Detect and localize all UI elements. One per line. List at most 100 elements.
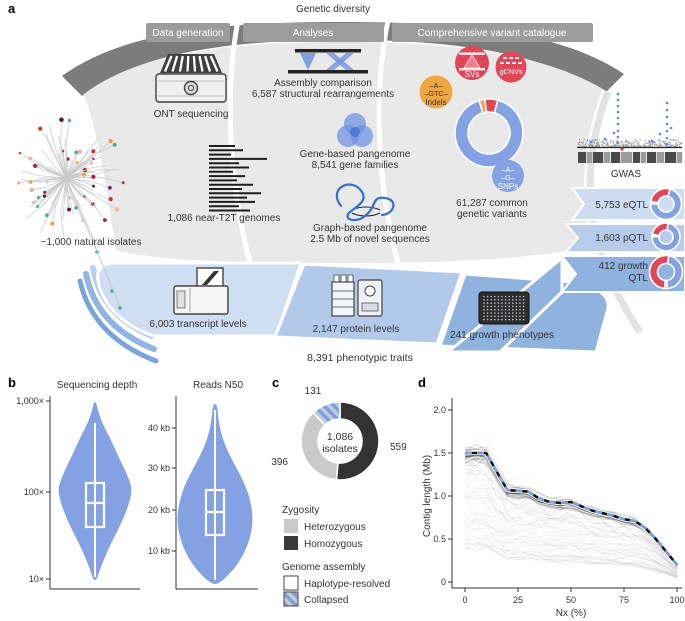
gwas-label: GWAS xyxy=(611,169,642,180)
tree-long-tip xyxy=(118,306,122,310)
gwas-dot xyxy=(602,140,604,142)
gcnvs-label: gCNVs xyxy=(499,67,522,76)
gwas-dot xyxy=(633,145,636,148)
well xyxy=(519,315,521,318)
gwas-dot xyxy=(662,145,664,147)
graph-pangenome-label-2: 2.5 Mb of novel sequences xyxy=(310,234,430,245)
gwas-dot xyxy=(616,144,618,146)
well xyxy=(501,305,503,308)
violin1-tick-0: 1,000× xyxy=(16,396,44,406)
gene-pangenome-label-2: 8,541 gene families xyxy=(312,160,399,171)
tree-tip xyxy=(68,196,72,200)
well xyxy=(486,318,489,321)
traits-label: 8,391 phenotypic traits xyxy=(307,352,413,364)
hplc-bottle-2 xyxy=(340,274,347,283)
violin1-axis xyxy=(46,396,140,590)
nx-median-dashed xyxy=(465,451,679,566)
gwas-manhattan-plot xyxy=(577,92,683,163)
well xyxy=(522,308,525,311)
well xyxy=(512,295,514,298)
gwas-dot xyxy=(664,144,666,147)
gwas-dot xyxy=(591,145,593,148)
tree-tip xyxy=(43,190,47,194)
gwas-dot xyxy=(632,143,635,145)
gwas-dot xyxy=(627,145,629,147)
venn-core xyxy=(350,127,360,137)
gwas-dot xyxy=(596,141,599,143)
well xyxy=(504,318,507,321)
gwas-dot xyxy=(610,140,612,142)
well xyxy=(494,312,496,314)
gwas-dot xyxy=(669,144,671,146)
gwas-hit xyxy=(612,131,616,135)
tree-branch xyxy=(59,146,67,179)
well xyxy=(515,318,518,321)
tree-branch xyxy=(65,150,94,179)
gwas-dot xyxy=(623,143,625,145)
gwas-dot xyxy=(625,139,628,141)
well xyxy=(494,295,496,298)
gwas-dot xyxy=(667,145,670,148)
gwas-dot xyxy=(635,140,637,143)
swatch-collapsed xyxy=(283,591,299,607)
gwas-dot xyxy=(609,139,611,142)
tree-branch xyxy=(41,150,67,179)
well xyxy=(486,305,489,308)
flow-arc-2 xyxy=(83,271,157,352)
gwas-dot xyxy=(577,143,579,145)
gwas-dot xyxy=(678,144,681,146)
gwas-dot xyxy=(663,143,666,145)
count-homozygous: 559 xyxy=(390,442,407,453)
well xyxy=(508,302,511,304)
well xyxy=(519,302,521,304)
gwas-dot xyxy=(666,145,668,147)
graph-path xyxy=(335,183,395,222)
gwas-hit xyxy=(603,137,607,141)
tree-branch xyxy=(31,177,67,191)
well xyxy=(497,318,500,321)
tree-branch xyxy=(46,177,67,216)
tree-branch xyxy=(65,162,92,179)
ms-window xyxy=(364,285,376,297)
well xyxy=(508,312,511,314)
gwas-dot xyxy=(582,141,584,144)
nx-xlabel: Nx (%) xyxy=(556,608,587,619)
chromosome-block xyxy=(611,152,621,163)
gwas-hit xyxy=(669,126,673,130)
gwas-dot xyxy=(596,145,599,148)
gwas-dot xyxy=(598,144,600,146)
legend-assembly-title: Genome assembly xyxy=(282,562,365,573)
pqtl-donut-segment-2 xyxy=(651,222,681,252)
gwas-dot xyxy=(584,143,587,146)
well xyxy=(490,299,493,301)
gwas-dot xyxy=(622,145,624,148)
gwas-hit xyxy=(665,136,669,140)
tree-tip xyxy=(67,118,72,123)
ont-grille-stripe xyxy=(209,55,219,72)
well xyxy=(497,312,500,314)
gwas-dot xyxy=(635,145,637,147)
swatch-heterozygous xyxy=(284,519,298,533)
gwas-dot xyxy=(633,142,636,144)
nx-axes xyxy=(448,398,682,592)
chromosome-block xyxy=(641,152,647,163)
well xyxy=(490,308,493,311)
ont-grille-stripe xyxy=(178,55,184,72)
well xyxy=(486,302,489,304)
gwas-dot xyxy=(638,144,641,146)
tree-branch xyxy=(46,177,67,219)
legend-zygosity-title: Zygosity xyxy=(282,505,319,516)
tree-branch xyxy=(65,169,120,179)
assembly-bar-top xyxy=(295,49,361,53)
indels-circle xyxy=(419,75,453,109)
tree-tip xyxy=(91,174,96,179)
gwas-dot xyxy=(651,143,654,145)
tree-branch xyxy=(65,140,111,179)
gwas-hit xyxy=(589,140,593,144)
panel-d-label: d xyxy=(418,375,426,390)
growth-qtl-donut xyxy=(648,254,684,290)
tree-tip xyxy=(18,151,22,155)
well xyxy=(519,305,521,308)
well xyxy=(486,315,489,318)
count-heterozygous: 396 xyxy=(271,457,288,468)
